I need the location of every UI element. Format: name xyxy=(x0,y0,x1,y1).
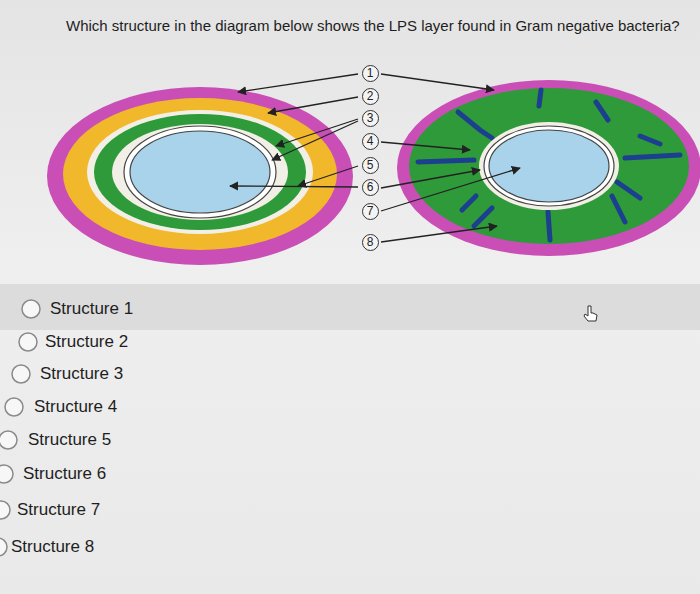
callout-number: 4 xyxy=(367,135,374,147)
callout-circle: 3 xyxy=(362,110,379,127)
callout-circle: 6 xyxy=(362,179,379,196)
callout-circle: 7 xyxy=(362,203,379,220)
callout-circle: 5 xyxy=(362,157,379,174)
callout-number: 7 xyxy=(367,205,374,217)
question-text: Which structure in the diagram below sho… xyxy=(66,16,686,36)
option-label: Structure 2 xyxy=(45,332,128,352)
option-label: Structure 8 xyxy=(11,537,94,557)
option-label: Structure 4 xyxy=(34,397,117,417)
option-label: Structure 5 xyxy=(28,430,111,450)
callout-number: 5 xyxy=(367,159,374,171)
callout-number: 1 xyxy=(367,67,374,79)
callout-circle: 2 xyxy=(362,88,379,105)
callout-number: 6 xyxy=(367,181,374,193)
option-label: Structure 3 xyxy=(40,364,123,384)
callout-number: 3 xyxy=(367,112,374,124)
option-label: Structure 6 xyxy=(23,464,106,484)
callout-number: 2 xyxy=(367,90,374,102)
callout-number: 8 xyxy=(367,236,374,248)
option-label: Structure 7 xyxy=(17,500,100,520)
callout-circle: 8 xyxy=(362,234,379,251)
callout-circle: 1 xyxy=(362,65,379,82)
callout-circle: 4 xyxy=(362,133,379,150)
option-label: Structure 1 xyxy=(50,299,133,319)
